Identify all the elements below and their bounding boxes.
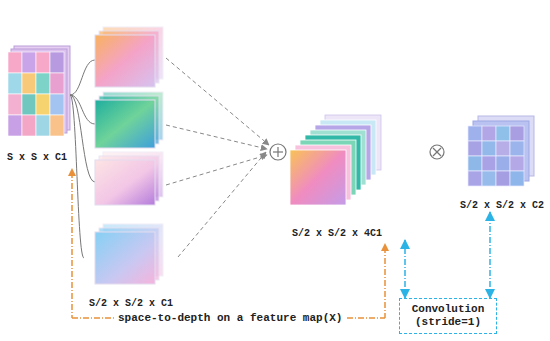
node-label: S/2 x S/2 x C1: [89, 298, 173, 310]
node-label: S x S x C1: [7, 152, 67, 164]
slice-stacks: [95, 27, 163, 284]
input-feature-map-node: S x S x C1: [4, 44, 70, 164]
merge-arrows: [166, 58, 269, 185]
node-label: S/2 x S/2 x 4C1: [292, 228, 382, 240]
slice-node: S/2 x S/2 x C1: [84, 218, 178, 310]
connector: [404, 240, 406, 298]
output-feature-map-node: S/2 x S/2 x C2: [458, 108, 547, 212]
bracket-arrowheads: [68, 168, 389, 251]
node-label: Convolution (stride=1): [404, 303, 492, 329]
input-feature-map: [8, 46, 70, 136]
convolution-box: Convolution (stride=1): [399, 298, 497, 334]
concat-symbol: [270, 144, 286, 160]
concat-stack: [290, 115, 381, 205]
connector: [178, 152, 266, 257]
connector: [70, 95, 84, 258]
space-to-depth-bracket: [72, 172, 385, 318]
output-feature-map: [468, 116, 534, 186]
node-label: S/2 x S/2 x C2: [460, 200, 544, 212]
multiply-symbol: [430, 145, 444, 159]
bracket-label: space-to-depth on a feature map(X): [115, 312, 345, 325]
concat-node: S/2 x S/2 x 4C1: [266, 105, 408, 240]
connector: [489, 212, 491, 298]
